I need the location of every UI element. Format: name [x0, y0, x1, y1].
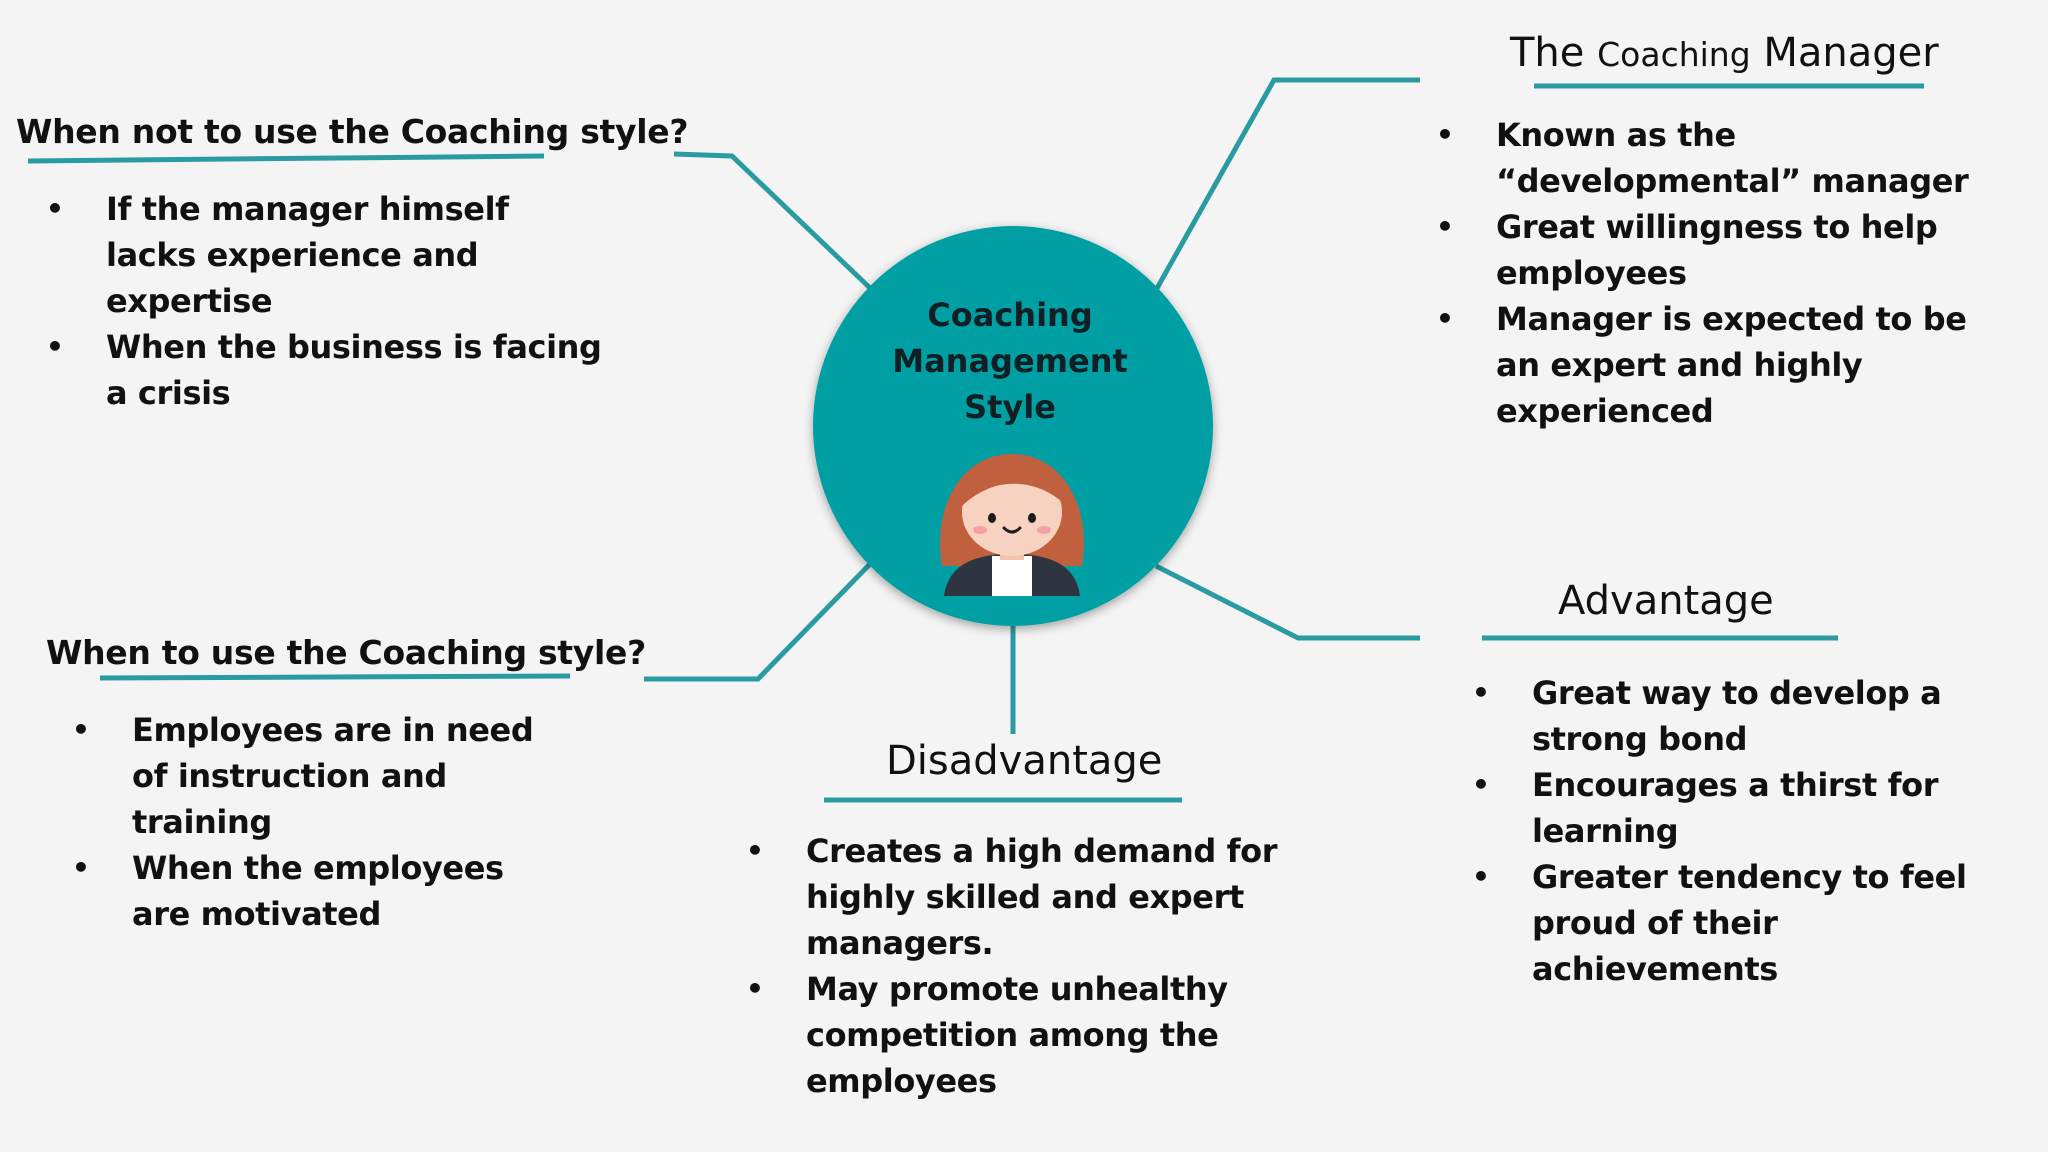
- advantage-list: Great way to develop a strong bond Encou…: [1472, 670, 2032, 992]
- when-item: When the employees are motivated: [72, 845, 562, 937]
- connector-coaching-manager: [1153, 77, 1420, 292]
- disadvantage-list: Creates a high demand for highly skilled…: [746, 828, 1346, 1104]
- when-item: Employees are in need of instruction and…: [72, 707, 562, 845]
- advantage-item: Greater tendency to feel proud of their …: [1472, 854, 2032, 992]
- disadvantage-item: Creates a high demand for highly skilled…: [746, 828, 1346, 966]
- coaching-manager-item: Known as the “developmental” manager: [1436, 112, 1996, 204]
- woman-manager-avatar-icon: [940, 454, 1084, 596]
- coaching-manager-heading: The Coaching Manager: [1510, 30, 1939, 76]
- disadvantage-item: May promote unhealthy competition among …: [746, 966, 1346, 1104]
- when-not-item: If the manager himself lacks experience …: [46, 186, 606, 324]
- advantage-item: Encourages a thirst for learning: [1472, 762, 2032, 854]
- coaching-manager-item: Manager is expected to be an expert and …: [1436, 296, 1996, 434]
- when-not-list: If the manager himself lacks experience …: [46, 186, 606, 416]
- when-heading: When to use the Coaching style?: [46, 633, 646, 672]
- coaching-manager-heading-part1: The: [1510, 30, 1585, 76]
- when-not-heading: When not to use the Coaching style?: [16, 112, 689, 151]
- advantage-heading: Advantage: [1558, 578, 1774, 624]
- advantage-item: Great way to develop a strong bond: [1472, 670, 2032, 762]
- hub-title-line1: Coaching: [927, 296, 1093, 334]
- disadvantage-heading: Disadvantage: [886, 738, 1163, 784]
- connector-when-not: [673, 151, 872, 290]
- coaching-manager-list: Known as the “developmental” manager Gre…: [1436, 112, 1996, 434]
- coaching-manager-heading-part2: Coaching: [1597, 35, 1751, 74]
- hub-title: Coaching Management Style: [860, 292, 1160, 430]
- hub-title-line3: Style: [964, 388, 1056, 426]
- connector-advantage: [1154, 563, 1420, 641]
- underline-when-not: [27, 153, 545, 164]
- hub-circle: [813, 226, 1213, 626]
- when-not-item: When the business is facing a crisis: [46, 324, 606, 416]
- when-list: Employees are in need of instruction and…: [72, 707, 562, 937]
- coaching-manager-item: Great willingness to help employees: [1436, 204, 1996, 296]
- connector-when: [644, 562, 872, 682]
- underline-when: [99, 673, 571, 681]
- coaching-manager-heading-part3: Manager: [1763, 30, 1939, 76]
- hub-title-line2: Management: [892, 342, 1128, 380]
